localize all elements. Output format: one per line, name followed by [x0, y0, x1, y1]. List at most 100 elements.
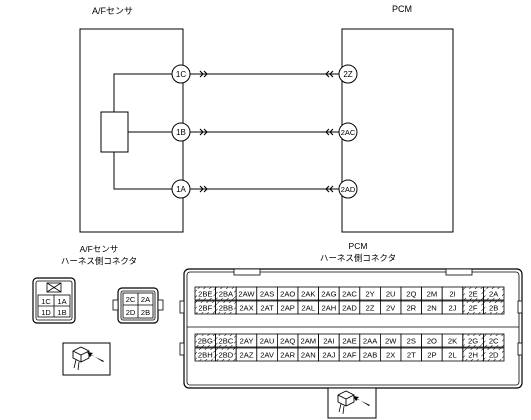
sensor-box: [79, 28, 184, 233]
pcm-pin-2z-label: 2Z: [343, 70, 352, 79]
pcm-pin-label: 2AV: [260, 351, 275, 360]
pcm-pin-label: 2AR: [280, 351, 295, 360]
pcm-pin-label: 2BA: [219, 290, 234, 299]
pcm-pin-label: 2F: [469, 304, 478, 313]
pcm-pin-label: 2AG: [321, 290, 336, 299]
pcm-pin-label: 2AS: [260, 290, 274, 299]
pcm-pin-label: 2AK: [301, 290, 315, 299]
pcm-title: PCM: [392, 4, 412, 14]
pcm-pin-cell-inner: [485, 350, 502, 359]
pcm-pin-label: 2AY: [240, 337, 254, 346]
pcm-pin-label: 2BE: [198, 290, 212, 299]
pcm-pin-cell-inner: [485, 289, 502, 298]
pcm-box: [341, 28, 454, 233]
sensor-conn-pin-1d: 1D: [41, 308, 51, 317]
pcm-pin-label: 2X: [386, 351, 395, 360]
sensor-pin-1c-label: 1C: [176, 70, 186, 79]
pcm-pin-label: 2AT: [260, 304, 274, 313]
pcm-pin-label: 2U: [386, 290, 396, 299]
pcm-pin-cell-inner: [217, 336, 235, 345]
sensor-conn-pin-1c: 1C: [41, 297, 51, 306]
pcm-pin-label: 2W: [385, 337, 397, 346]
pcm-pin-2ad: 2AD: [338, 179, 358, 199]
pcm-pin-label: 2T: [407, 351, 416, 360]
sensor-conn-pin-1b: 1B: [57, 308, 66, 317]
pcm-pin-label: 2AB: [363, 351, 377, 360]
sensor-title: A/Fセンサ: [92, 6, 133, 16]
pcm-pin-label: 2AQ: [280, 337, 295, 346]
sensor-conn-pin-2c: 2C: [126, 295, 136, 304]
pcm-pin-label: 2G: [468, 337, 478, 346]
pcm-pin-label: 2AX: [239, 304, 253, 313]
pcm-pin-label: 2AO: [280, 290, 295, 299]
pcm-pin-label: 2AH: [322, 304, 337, 313]
pcm-pin-label: 2AN: [301, 351, 316, 360]
pcm-pin-label: 2AW: [238, 290, 255, 299]
pcm-pin-2ac-label: 2AC: [341, 128, 356, 137]
pcm-pin-label: 2S: [407, 337, 416, 346]
pcm-pin-cell-inner: [217, 350, 235, 359]
pcm-pin-cell-inner: [464, 336, 482, 345]
pcm-pin-label: 2AC: [342, 290, 357, 299]
pcm-pin-cell-inner: [464, 289, 482, 298]
sensor-conn-pin-2d: 2D: [126, 308, 136, 317]
pcm-pin-label: 2D: [489, 351, 499, 360]
sensor-conn-pin-2b: 2B: [141, 308, 150, 317]
pcm-pin-cell-inner: [464, 350, 482, 359]
pcm-pin-label: 2N: [427, 304, 437, 313]
pcm-pin-cell-inner: [197, 289, 214, 298]
pcm-pin-label: 2AD: [342, 304, 357, 313]
pcm-pin-label: 2AU: [260, 337, 275, 346]
pcm-pin-label: 2AF: [343, 351, 357, 360]
pcm-pin-label: 2BC: [219, 337, 234, 346]
pcm-pin-cell-inner: [485, 336, 502, 345]
sensor-element: [100, 73, 172, 190]
pcm-pin-cell-inner: [217, 289, 235, 298]
sensor-conn-pin-1a: 1A: [57, 297, 66, 306]
sensor-pin-1b: 1B: [171, 122, 191, 142]
pcm-pin-label: 2AI: [323, 337, 334, 346]
pcm-pin-label: 2I: [449, 290, 455, 299]
pcm-pin-2ad-label: 2AD: [341, 185, 356, 194]
pcm-pin-label: 2E: [468, 290, 477, 299]
pcm-pin-label: 2AZ: [240, 351, 254, 360]
pcm-pin-label: 2AE: [342, 337, 356, 346]
pcm-pin-label: 2AL: [302, 304, 316, 313]
pcm-pin-label: 2Q: [406, 290, 416, 299]
pcm-pin-cell-inner: [464, 303, 482, 312]
connector-marks: [199, 70, 334, 193]
pcm-pin-cell-inner: [197, 350, 214, 359]
pcm-pin-label: 2BB: [219, 304, 233, 313]
sensor-conn-pin-2a: 2A: [141, 295, 150, 304]
pcm-pin-2z: 2Z: [338, 64, 358, 84]
sensor-connector-title-line1: A/Fセンサ: [80, 244, 119, 254]
pcm-pin-label: 2J: [448, 304, 456, 313]
pcm-pin-label: 2K: [448, 337, 457, 346]
pcm-pin-label: 2BF: [198, 304, 212, 313]
sensor-harness-connector-left: 1C 1A 1D 1B: [32, 277, 76, 324]
pcm-pin-label: 2C: [489, 337, 499, 346]
sensor-pin-1a-label: 1A: [176, 185, 186, 194]
pcm-pin-label: 2O: [427, 337, 437, 346]
pcm-pin-label: 2AM: [300, 337, 316, 346]
sensor-connector-title-line2: ハーネス側コネクタ: [61, 256, 137, 266]
pcm-pin-label: 2R: [406, 304, 416, 313]
pcm-pin-cell-inner: [217, 303, 235, 312]
pcm-pin-label: 2B: [489, 304, 498, 313]
sensor-harness-connector-right: 2C 2A 2D 2B: [112, 287, 164, 324]
pcm-pin-label: 2BH: [198, 351, 213, 360]
sensor-pin-1a: 1A: [171, 179, 191, 199]
sensor-pin-1b-label: 1B: [176, 128, 186, 137]
pcm-pin-label: 2P: [427, 351, 436, 360]
pcm-pin-label: 2BG: [198, 337, 213, 346]
probe-icon-bottom: [327, 387, 377, 419]
pcm-pin-label: 2AP: [281, 304, 295, 313]
pcm-pin-cell-inner: [485, 303, 502, 312]
probe-icon-left: [62, 342, 111, 376]
pcm-pin-label: 2M: [427, 290, 438, 299]
sensor-pin-1c: 1C: [171, 64, 191, 84]
pcm-pin-label: 2Z: [366, 304, 375, 313]
